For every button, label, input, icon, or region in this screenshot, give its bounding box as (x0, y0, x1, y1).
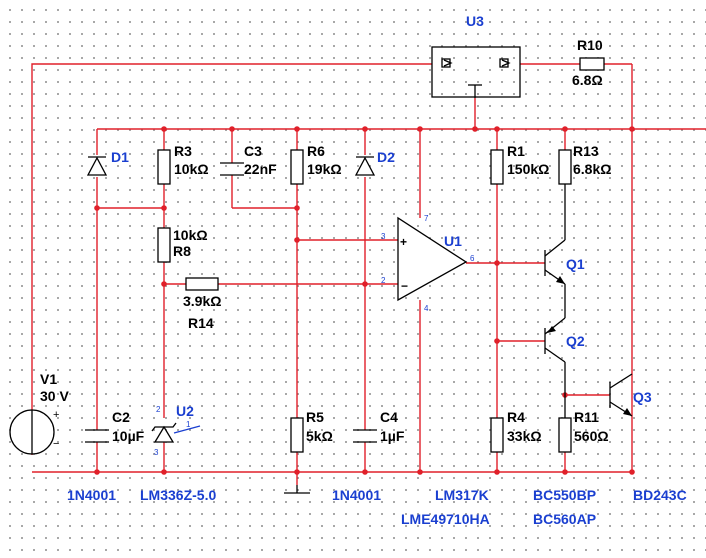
r4-ref-label: R4 (507, 409, 525, 425)
r1-resistor[interactable]: R1 150kΩ (490, 143, 549, 185)
r1-value-label: 150kΩ (507, 161, 549, 177)
r3-value-label: 10kΩ (174, 161, 209, 177)
u2-pin-3: 3 (154, 448, 159, 457)
c3-capacitor[interactable]: C3 22nF (220, 143, 277, 177)
q1-ref-label: Q1 (566, 256, 585, 272)
r4-resistor[interactable]: R4 33kΩ (490, 409, 542, 453)
r11-value-label: 560Ω (574, 428, 609, 444)
c2-value-label: 10µF (112, 428, 145, 444)
u1-pin-6: 6 (470, 254, 475, 263)
u1-pin-2: 2 (381, 276, 386, 285)
wires (31, 63, 706, 485)
r5-value-label: 5kΩ (306, 428, 333, 444)
d1-part-number: 1N4001 (67, 487, 116, 503)
d1-ref-label: D1 (111, 149, 129, 165)
c4-ref-label: C4 (380, 409, 398, 425)
u1-minus-sign: − (401, 279, 408, 293)
r14-resistor[interactable]: 3.9kΩ R14 (183, 277, 221, 331)
r14-value-label: 3.9kΩ (183, 293, 221, 309)
u1-pin-7: 7 (424, 214, 429, 223)
c4-value-label: 1µF (380, 428, 405, 444)
junction-dots (94, 126, 635, 475)
u3-ref-label: U3 (466, 13, 484, 29)
d2-ref-label: D2 (377, 149, 395, 165)
q2-part-number: BC560AP (533, 511, 596, 527)
u3-regulator[interactable]: U3 (431, 13, 521, 98)
q2-ref-label: Q2 (566, 333, 585, 349)
u1-part-number: LME49710HA (401, 511, 490, 527)
c2-ref-label: C2 (112, 409, 130, 425)
r6-ref-label: R6 (307, 143, 325, 159)
r10-ref-label: R10 (577, 37, 603, 53)
v1-minus-sign: − (53, 438, 59, 450)
r11-ref-label: R11 (574, 409, 599, 425)
q3-ref-label: Q3 (633, 389, 652, 405)
r6-value-label: 19kΩ (307, 161, 342, 177)
q3-part-number: BD243C (633, 487, 687, 503)
v1-value-label: 30 V (40, 388, 69, 404)
u2-ref-label: U2 (176, 403, 194, 419)
u2-pin-2: 2 (156, 405, 161, 414)
r5-ref-label: R5 (306, 409, 324, 425)
v1-plus-sign: + (53, 409, 59, 421)
d2-part-number: 1N4001 (332, 487, 381, 503)
c4-capacitor[interactable]: C4 1µF (353, 409, 405, 444)
ground-symbol (284, 485, 310, 494)
u1-pin-3: 3 (381, 232, 386, 241)
u1-pin-4: 4 (424, 304, 429, 313)
v1-ref-label: V1 (40, 371, 57, 387)
u1-opamp[interactable]: + − 3 2 7 4 6 U1 (381, 214, 475, 313)
r10-value-label: 6.8Ω (572, 72, 603, 88)
u1-ref-label: U1 (444, 233, 462, 249)
r3-resistor[interactable]: R3 10kΩ (157, 143, 209, 185)
r8-value-label: 10kΩ (173, 227, 208, 243)
r3-ref-label: R3 (174, 143, 192, 159)
r5-resistor[interactable]: R5 5kΩ (290, 409, 333, 453)
r11-resistor[interactable]: R11 560Ω (558, 409, 609, 453)
q2-transistor[interactable]: Q2 (544, 317, 585, 418)
u2-part-number: LM336Z-5.0 (140, 487, 216, 503)
r1-ref-label: R1 (507, 143, 525, 159)
r10-resistor[interactable]: R10 6.8Ω (572, 37, 605, 88)
d2-diode[interactable]: D2 (354, 149, 395, 176)
v1-source[interactable]: + − V1 30 V (9, 371, 69, 455)
r6-resistor[interactable]: R6 19kΩ (290, 143, 342, 185)
q1-transistor[interactable]: Q1 (544, 184, 585, 318)
arrow-right-icon (441, 58, 511, 68)
c3-value-label: 22nF (244, 161, 277, 177)
u2-pin-1: 1 (186, 420, 191, 429)
r13-ref-label: R13 (573, 143, 599, 159)
r8-resistor[interactable]: 10kΩ R8 (157, 227, 208, 263)
u3-part-number: LM317K (435, 487, 489, 503)
u1-plus-sign: + (400, 235, 407, 249)
q1-part-number: BC550BP (533, 487, 596, 503)
r13-resistor[interactable]: R13 6.8kΩ (558, 143, 611, 185)
c3-ref-label: C3 (244, 143, 262, 159)
r13-value-label: 6.8kΩ (573, 161, 611, 177)
r14-ref-label: R14 (188, 315, 214, 331)
q3-transistor[interactable]: Q3 (609, 373, 652, 417)
u2-reference[interactable]: 2 1 3 U2 (151, 403, 201, 457)
r4-value-label: 33kΩ (507, 428, 542, 444)
r8-ref-label: R8 (173, 243, 191, 259)
c2-capacitor[interactable]: C2 10µF (85, 409, 145, 444)
d1-diode[interactable]: D1 (86, 149, 129, 176)
part-number-labels: 1N4001 LM336Z-5.0 1N4001 LM317K LME49710… (67, 487, 687, 527)
